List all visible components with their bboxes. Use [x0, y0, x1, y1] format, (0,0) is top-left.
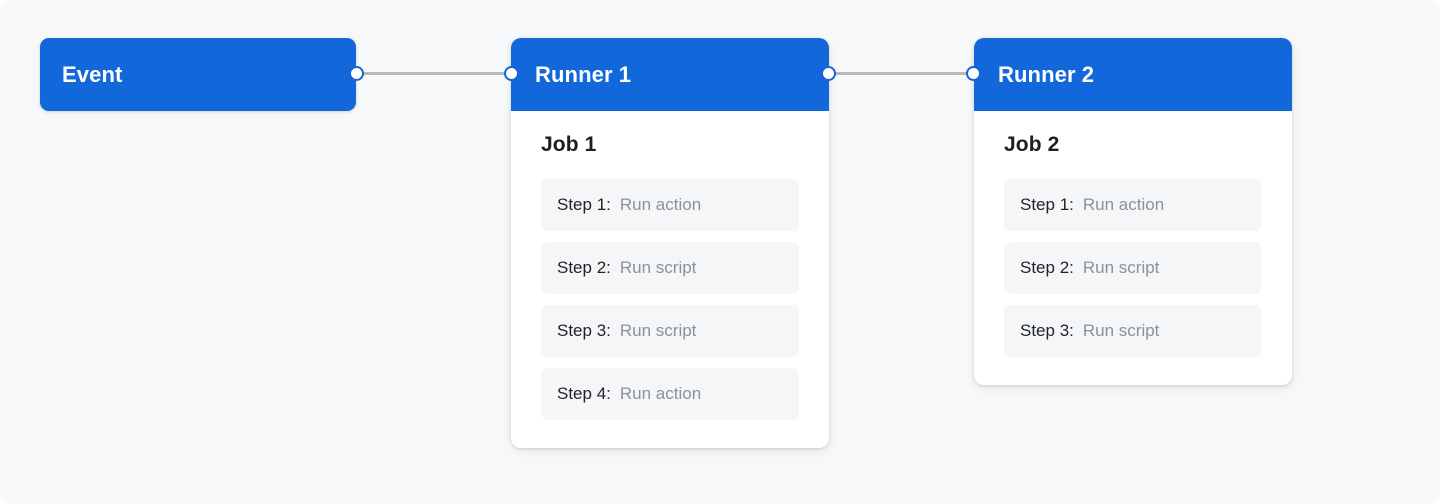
- connector-line-runner1-to-runner2: [828, 72, 976, 75]
- runner-2-body: Job 2 Step 1: Run action Step 2: Run scr…: [974, 111, 1292, 385]
- port-event-output[interactable]: [349, 66, 364, 81]
- port-runner1-output[interactable]: [821, 66, 836, 81]
- runner-1-header: Runner 1: [511, 38, 829, 111]
- runner-card-1[interactable]: Runner 1 Job 1 Step 1: Run action Step 2…: [511, 38, 829, 448]
- step-label: Step 2:: [1020, 258, 1074, 277]
- port-runner2-input[interactable]: [966, 66, 981, 81]
- runner-2-header: Runner 2: [974, 38, 1292, 111]
- job-2-title: Job 2: [1004, 133, 1060, 156]
- step-value: Run script: [1082, 258, 1160, 277]
- port-runner1-input[interactable]: [504, 66, 519, 81]
- runner-2-title: Runner 2: [998, 61, 1095, 87]
- step-label: Step 3:: [557, 321, 611, 340]
- step-value: Run action: [1082, 195, 1165, 214]
- step-label: Step 2:: [557, 258, 611, 277]
- step-label: Step 1:: [1020, 195, 1074, 214]
- runner-1-body: Job 1 Step 1: Run action Step 2: Run scr…: [511, 111, 829, 448]
- step-label: Step 1:: [557, 195, 611, 214]
- event-node-label: Event: [62, 61, 123, 87]
- runner-2-step-list: Step 1: Run action Step 2: Run script St…: [1004, 179, 1262, 357]
- step-row[interactable]: Step 1: Run action: [1004, 179, 1262, 231]
- step-row[interactable]: Step 4: Run action: [541, 368, 799, 420]
- step-row[interactable]: Step 2: Run script: [541, 242, 799, 294]
- step-value: Run action: [619, 384, 702, 403]
- step-label: Step 4:: [557, 384, 611, 403]
- step-value: Run script: [1082, 321, 1160, 340]
- event-node[interactable]: Event: [40, 38, 356, 111]
- runner-1-title: Runner 1: [535, 61, 632, 87]
- step-value: Run script: [619, 258, 697, 277]
- step-row[interactable]: Step 1: Run action: [541, 179, 799, 231]
- step-row[interactable]: Step 3: Run script: [1004, 305, 1262, 357]
- step-row[interactable]: Step 2: Run script: [1004, 242, 1262, 294]
- connector-line-event-to-runner1: [356, 72, 512, 75]
- step-label: Step 3:: [1020, 321, 1074, 340]
- step-value: Run action: [619, 195, 702, 214]
- runner-card-2[interactable]: Runner 2 Job 2 Step 1: Run action Step 2…: [974, 38, 1292, 385]
- job-1-title: Job 1: [541, 133, 597, 156]
- step-row[interactable]: Step 3: Run script: [541, 305, 799, 357]
- runner-1-step-list: Step 1: Run action Step 2: Run script St…: [541, 179, 799, 420]
- step-value: Run script: [619, 321, 697, 340]
